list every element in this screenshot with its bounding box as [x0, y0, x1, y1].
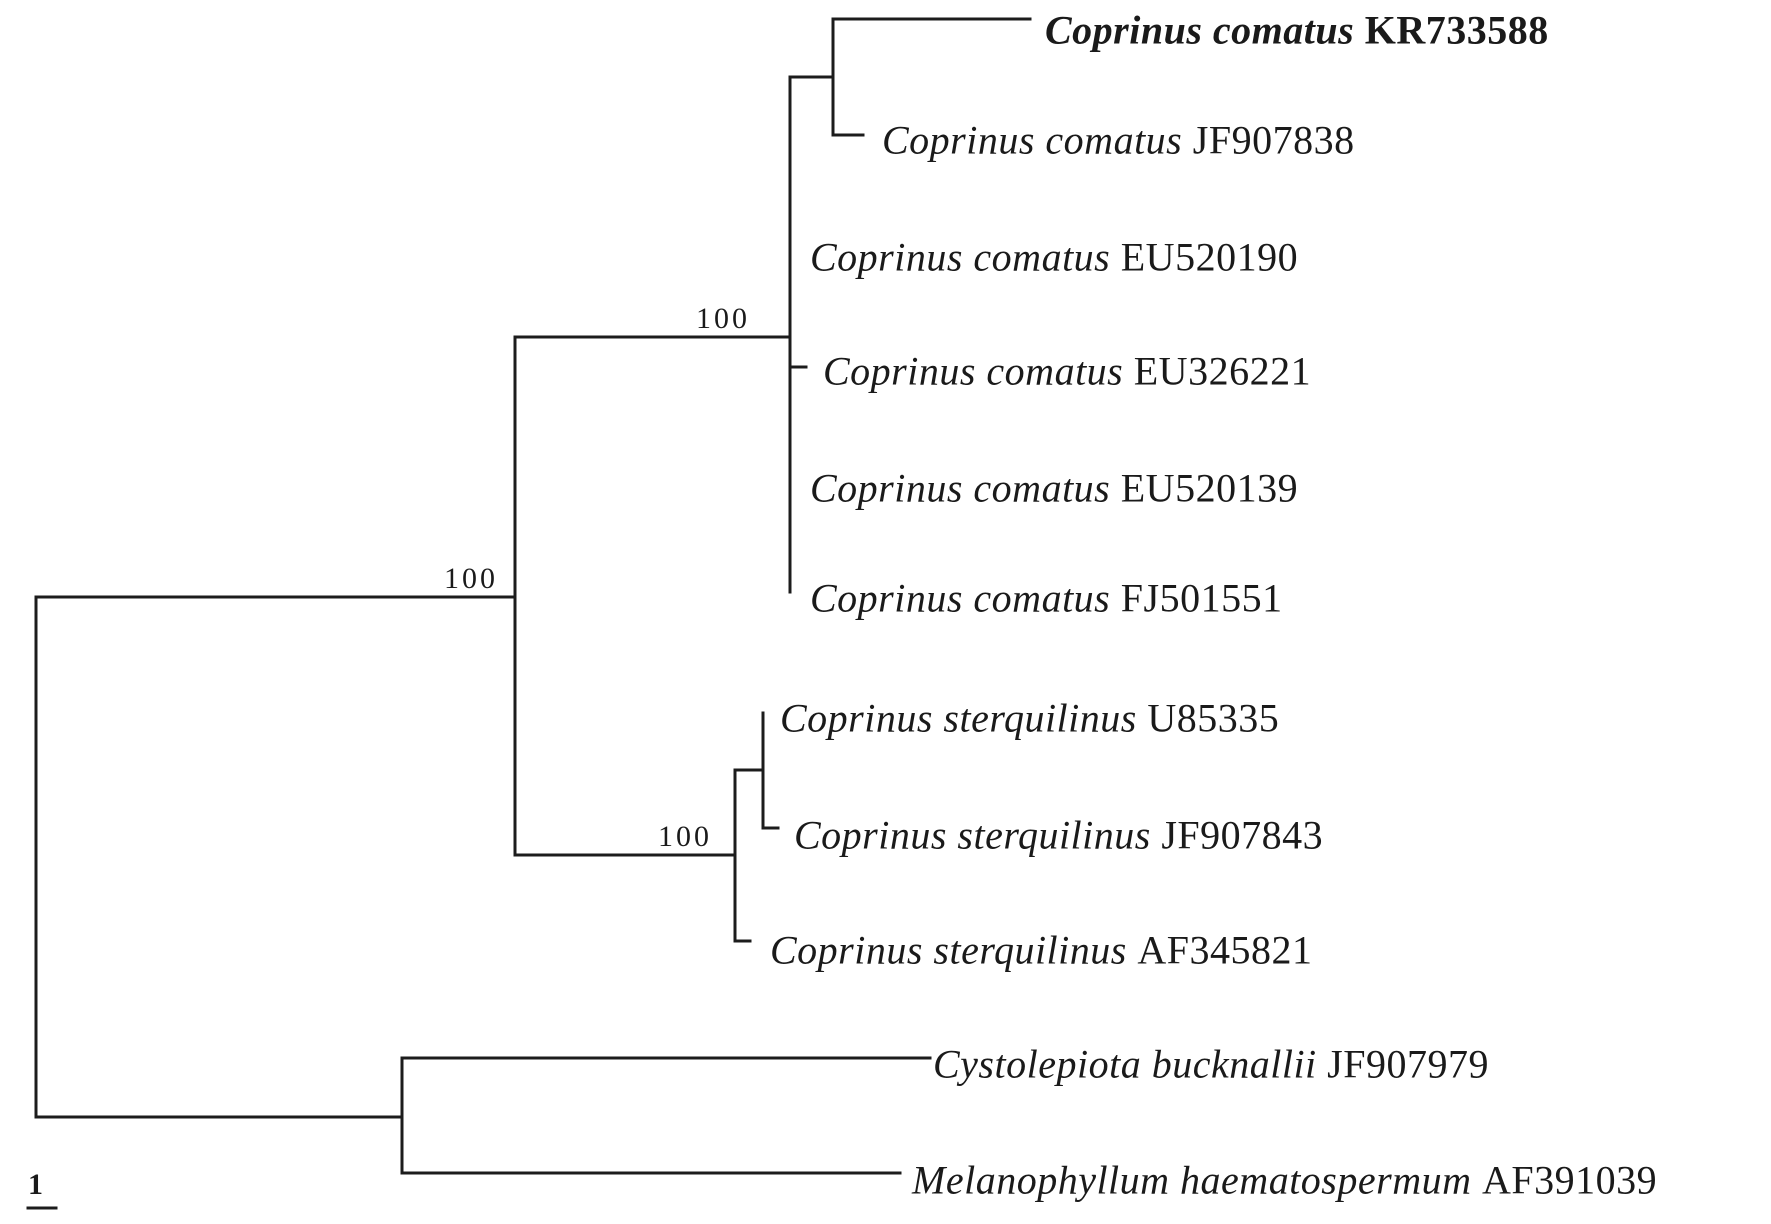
taxon-accession: EU326221	[1123, 348, 1312, 394]
taxon-species-name: Coprinus comatus	[810, 465, 1111, 511]
taxon-species-name: Coprinus comatus	[823, 348, 1124, 394]
taxon-label: Melanophyllum haematospermum AF391039	[912, 1157, 1657, 1204]
taxon-label: Coprinus comatus EU520190	[810, 234, 1298, 281]
taxon-species-name: Melanophyllum haematospermum	[912, 1157, 1472, 1203]
taxon-species-name: Coprinus comatus	[882, 117, 1183, 163]
taxon-label: Coprinus sterquilinus JF907843	[794, 812, 1323, 859]
bootstrap-value: 100	[444, 562, 498, 595]
bootstrap-value: 100	[696, 302, 750, 335]
taxon-accession: KR733588	[1354, 7, 1549, 53]
taxon-accession: EU520190	[1110, 234, 1299, 280]
bootstrap-value: 100	[658, 820, 712, 853]
taxon-label: Coprinus sterquilinus AF345821	[770, 927, 1313, 974]
taxon-label: Cystolepiota bucknallii JF907979	[933, 1041, 1489, 1088]
taxon-label: Coprinus comatus KR733588	[1045, 7, 1549, 54]
taxon-label: Coprinus comatus JF907838	[882, 117, 1355, 164]
taxon-accession: AF345821	[1126, 927, 1313, 973]
taxon-label: Coprinus comatus EU520139	[810, 465, 1298, 512]
taxon-species-name: Coprinus comatus	[810, 234, 1111, 280]
taxon-accession: EU520139	[1110, 465, 1299, 511]
taxon-accession: JF907979	[1316, 1041, 1489, 1087]
taxon-label: Coprinus comatus EU326221	[823, 348, 1311, 395]
taxon-accession: JF907838	[1182, 117, 1355, 163]
taxon-label: Coprinus comatus FJ501551	[810, 575, 1283, 622]
taxon-label: Coprinus sterquilinus U85335	[780, 695, 1279, 742]
taxon-species-name: Coprinus sterquilinus	[780, 695, 1137, 741]
scale-bar-label: 1	[28, 1168, 43, 1201]
taxon-accession: JF907843	[1150, 812, 1324, 858]
taxon-species-name: Coprinus sterquilinus	[794, 812, 1151, 858]
taxon-species-name: Coprinus comatus	[810, 575, 1111, 621]
taxon-accession: FJ501551	[1110, 575, 1283, 621]
taxon-species-name: Coprinus sterquilinus	[770, 927, 1127, 973]
taxon-species-name: Cystolepiota bucknallii	[933, 1041, 1317, 1087]
taxon-accession: U85335	[1136, 695, 1280, 741]
taxon-species-name: Coprinus comatus	[1045, 7, 1355, 53]
taxon-accession: AF391039	[1471, 1157, 1658, 1203]
